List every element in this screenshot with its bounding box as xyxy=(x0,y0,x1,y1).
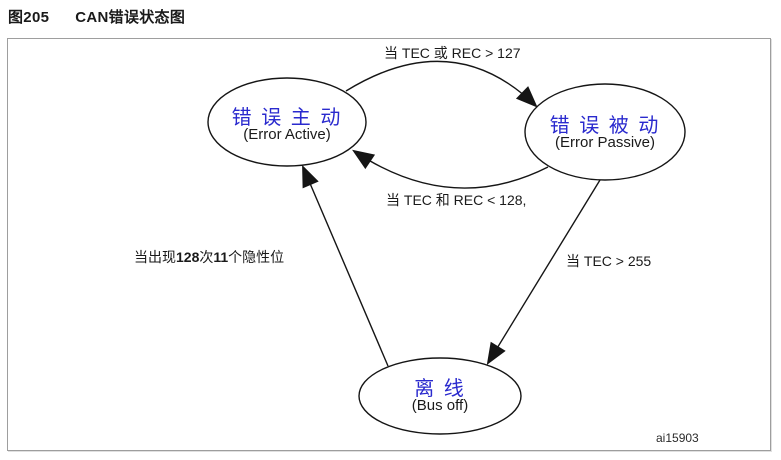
state-ellipse-error-passive xyxy=(524,83,686,181)
state-ellipse-bus-off xyxy=(358,357,522,435)
label-busoff-count2: 11 xyxy=(213,249,229,265)
label-passive-to-busoff: 当 TEC > 255 xyxy=(566,253,652,269)
arrow-passive-to-active xyxy=(352,149,549,189)
state-label-bus-off-cn: 离 线 xyxy=(414,378,466,400)
label-busoff-prefix: 当出现 xyxy=(134,249,176,265)
figure-number: 图205 xyxy=(8,9,50,26)
label-busoff-mid: 次 xyxy=(199,249,214,265)
figure-id-watermark: ai15903 xyxy=(656,431,699,445)
state-label-bus-off-en: (Bus off) xyxy=(411,397,469,414)
figure-title: CAN错误状态图 xyxy=(75,9,186,26)
state-label-error-active-cn: 错 误 主 动 xyxy=(231,107,343,129)
arrow-passive-to-busoff xyxy=(486,179,601,366)
state-label-error-passive-cn: 错 误 被 动 xyxy=(549,115,661,137)
state-diagram-canvas xyxy=(207,60,686,435)
state-ellipse-error-active xyxy=(207,77,367,167)
label-busoff-count1: 128 xyxy=(176,249,200,265)
diagram-frame: 错 误 主 动 (Error Active) 错 误 被 动 (Error Pa… xyxy=(7,38,771,451)
label-busoff-to-active: 当出现128次11个隐性位 xyxy=(134,247,284,267)
figure-caption: 图205 CAN错误状态图 xyxy=(8,6,185,27)
state-label-error-passive-en: (Error Passive) xyxy=(554,134,656,151)
label-active-to-passive: 当 TEC 或 REC > 127 xyxy=(384,45,521,61)
arrow-busoff-to-active xyxy=(302,164,389,367)
state-label-error-active-en: (Error Active) xyxy=(243,126,331,143)
label-busoff-suffix: 个隐性位 xyxy=(228,249,285,265)
label-passive-to-active: 当 TEC 和 REC < 128, xyxy=(386,192,527,208)
arrow-active-to-passive xyxy=(345,60,538,108)
